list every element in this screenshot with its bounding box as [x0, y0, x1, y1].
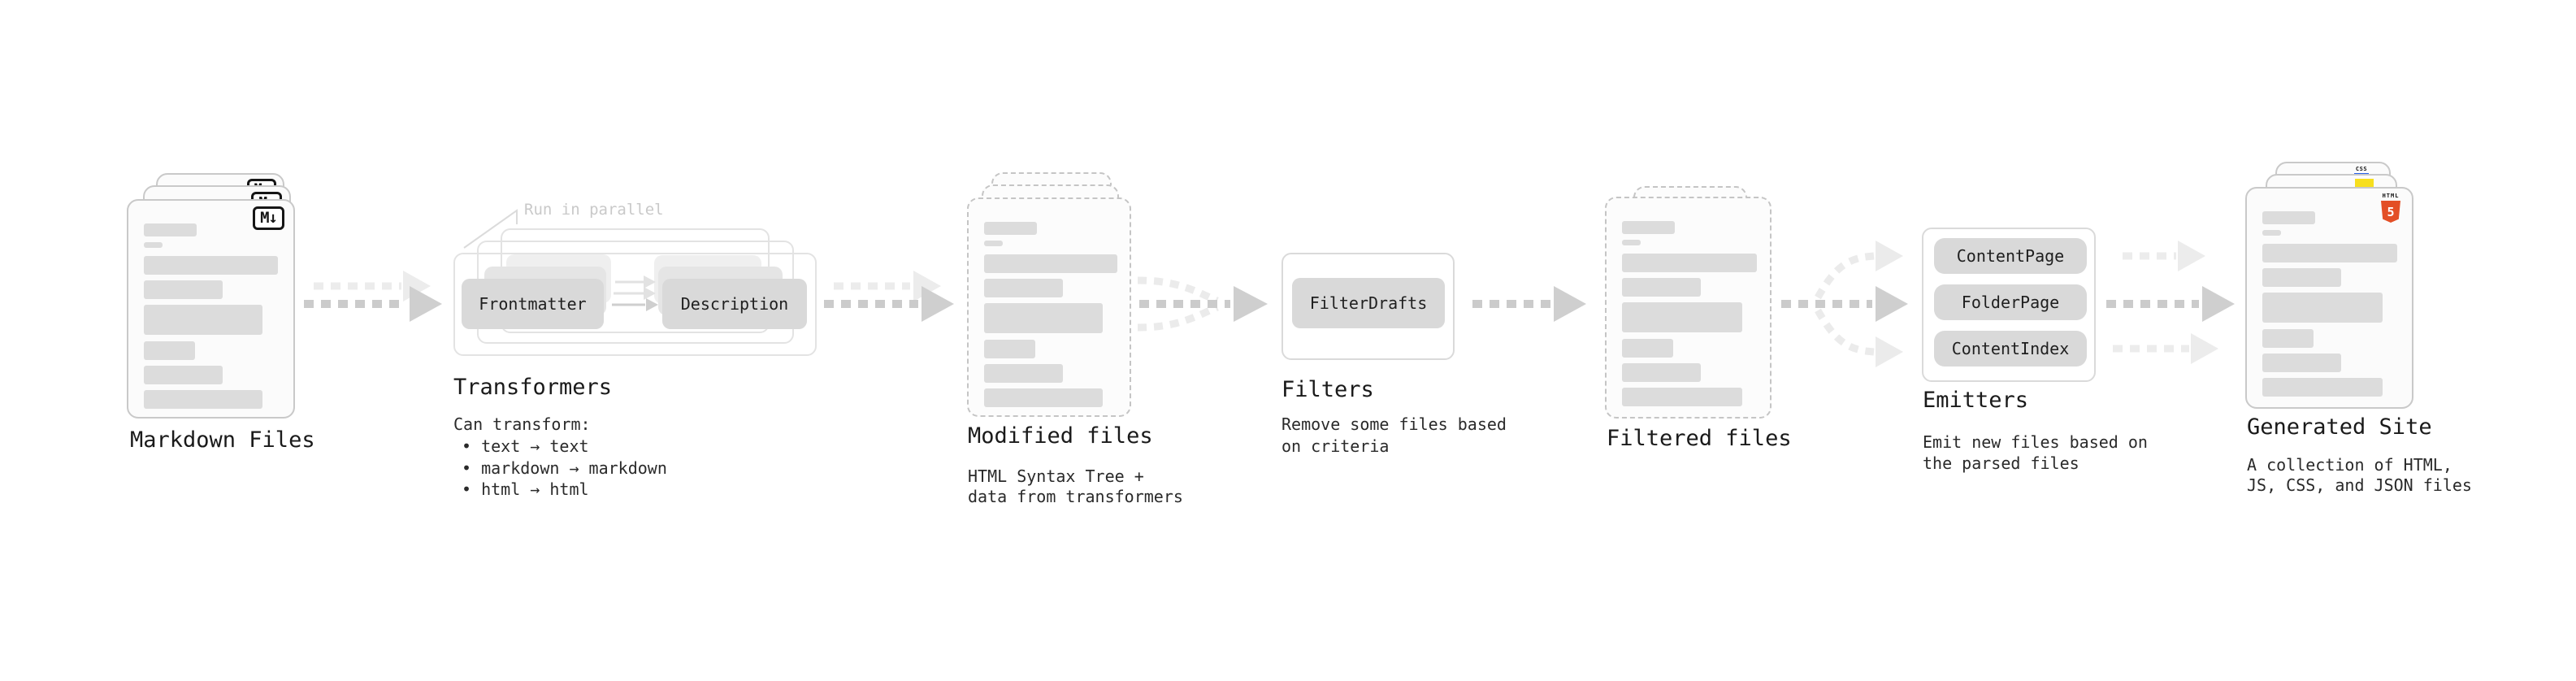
emitters-title: Emitters — [1923, 388, 2029, 413]
skeleton-line — [2262, 244, 2397, 262]
skeleton-line — [1622, 278, 1701, 297]
generated-site-caption: JS, CSS, and JSON files — [2247, 475, 2472, 495]
markdown-file-card-front: M↓ — [127, 199, 295, 419]
skeleton-line — [984, 388, 1103, 407]
skeleton-line — [984, 340, 1035, 358]
skeleton-line — [144, 390, 262, 409]
transformers-title: Transformers — [453, 375, 613, 400]
filters-caption: on criteria — [1281, 436, 1390, 456]
arrow-emitters-to-generated — [2106, 241, 2235, 364]
html5-icon-number: 5 — [2387, 204, 2395, 219]
skeleton-line — [1622, 240, 1641, 245]
transformer-description-box: Description — [662, 279, 807, 329]
skeleton-line — [2262, 354, 2341, 372]
filters-container — [1281, 253, 1455, 360]
arrow-markdown-to-transformers — [304, 271, 442, 322]
generated-html-card: HTML 5 — [2245, 187, 2413, 409]
skeleton-line — [1622, 302, 1742, 332]
skeleton-line — [984, 222, 1037, 235]
skeleton-line — [2262, 293, 2383, 323]
skeleton-line — [144, 280, 223, 299]
skeleton-line — [2262, 230, 2281, 236]
skeleton-line — [984, 303, 1103, 333]
transformers-bullet: • markdown → markdown — [462, 458, 667, 478]
skeleton-line — [1622, 339, 1673, 358]
filtered-files-title: Filtered files — [1607, 426, 1792, 451]
transformer-frontmatter-box: Frontmatter — [462, 279, 604, 329]
filters-caption: Remove some files based — [1281, 414, 1507, 434]
arrow-modified-to-filters — [1137, 276, 1268, 332]
skeleton-line — [144, 341, 195, 360]
skeleton-line — [144, 256, 278, 275]
skeleton-line — [2262, 329, 2314, 348]
emitters-caption: Emit new files based on — [1923, 432, 2148, 452]
modified-files-caption: HTML Syntax Tree + — [968, 466, 1144, 486]
skeleton-line — [2262, 378, 2383, 397]
markdown-files-title: Markdown Files — [130, 427, 315, 453]
css-icon-label: CSS — [2355, 166, 2368, 172]
arrow-transformers-to-modified — [824, 271, 954, 322]
markdown-icon: M↓ — [253, 206, 284, 230]
emitter-content-index-box: ContentIndex — [1934, 331, 2087, 367]
transformer-container-front — [453, 253, 817, 356]
emitter-content-page-box: ContentPage — [1934, 238, 2087, 274]
transformers-caption: Can transform: — [453, 414, 591, 434]
html5-icon-shield: 5 — [2381, 201, 2400, 223]
modified-file-card-front — [967, 197, 1131, 417]
transformers-bullet: • html → html — [462, 479, 589, 499]
html5-icon-word: HTML — [2382, 193, 2400, 199]
filter-drafts-box: FilterDrafts — [1292, 278, 1445, 328]
emitters-caption: the parsed files — [1923, 453, 2079, 473]
skeleton-line — [144, 223, 197, 236]
emitters-container — [1922, 228, 2096, 382]
transformers-bullet: • text → text — [462, 436, 589, 456]
skeleton-line — [144, 305, 262, 335]
skeleton-line — [2262, 268, 2341, 287]
skeleton-line — [984, 364, 1063, 383]
generated-site-title: Generated Site — [2247, 414, 2432, 440]
run-in-parallel-note: Run in parallel — [524, 201, 664, 219]
filtered-file-card-front — [1605, 197, 1772, 419]
generated-site-caption: A collection of HTML, — [2247, 455, 2452, 475]
skeleton-line — [984, 241, 1003, 246]
skeleton-line — [144, 242, 163, 248]
js-icon — [2355, 179, 2374, 188]
skeleton-line — [984, 279, 1063, 297]
skeleton-line — [1622, 254, 1757, 272]
skeleton-line — [1622, 363, 1701, 382]
filters-title: Filters — [1281, 377, 1374, 402]
skeleton-line — [984, 254, 1117, 273]
html5-icon: HTML 5 — [2380, 193, 2401, 223]
skeleton-line — [2262, 211, 2315, 224]
skeleton-line — [1622, 221, 1675, 234]
arrow-filtered-to-emitters — [1781, 241, 1908, 367]
skeleton-line — [1622, 388, 1742, 406]
modified-files-caption: data from transformers — [968, 487, 1183, 506]
emitter-folder-page-box: FolderPage — [1934, 284, 2087, 320]
arrow-filters-to-filtered — [1472, 286, 1586, 322]
modified-files-title: Modified files — [968, 423, 1153, 449]
skeleton-line — [144, 366, 223, 384]
